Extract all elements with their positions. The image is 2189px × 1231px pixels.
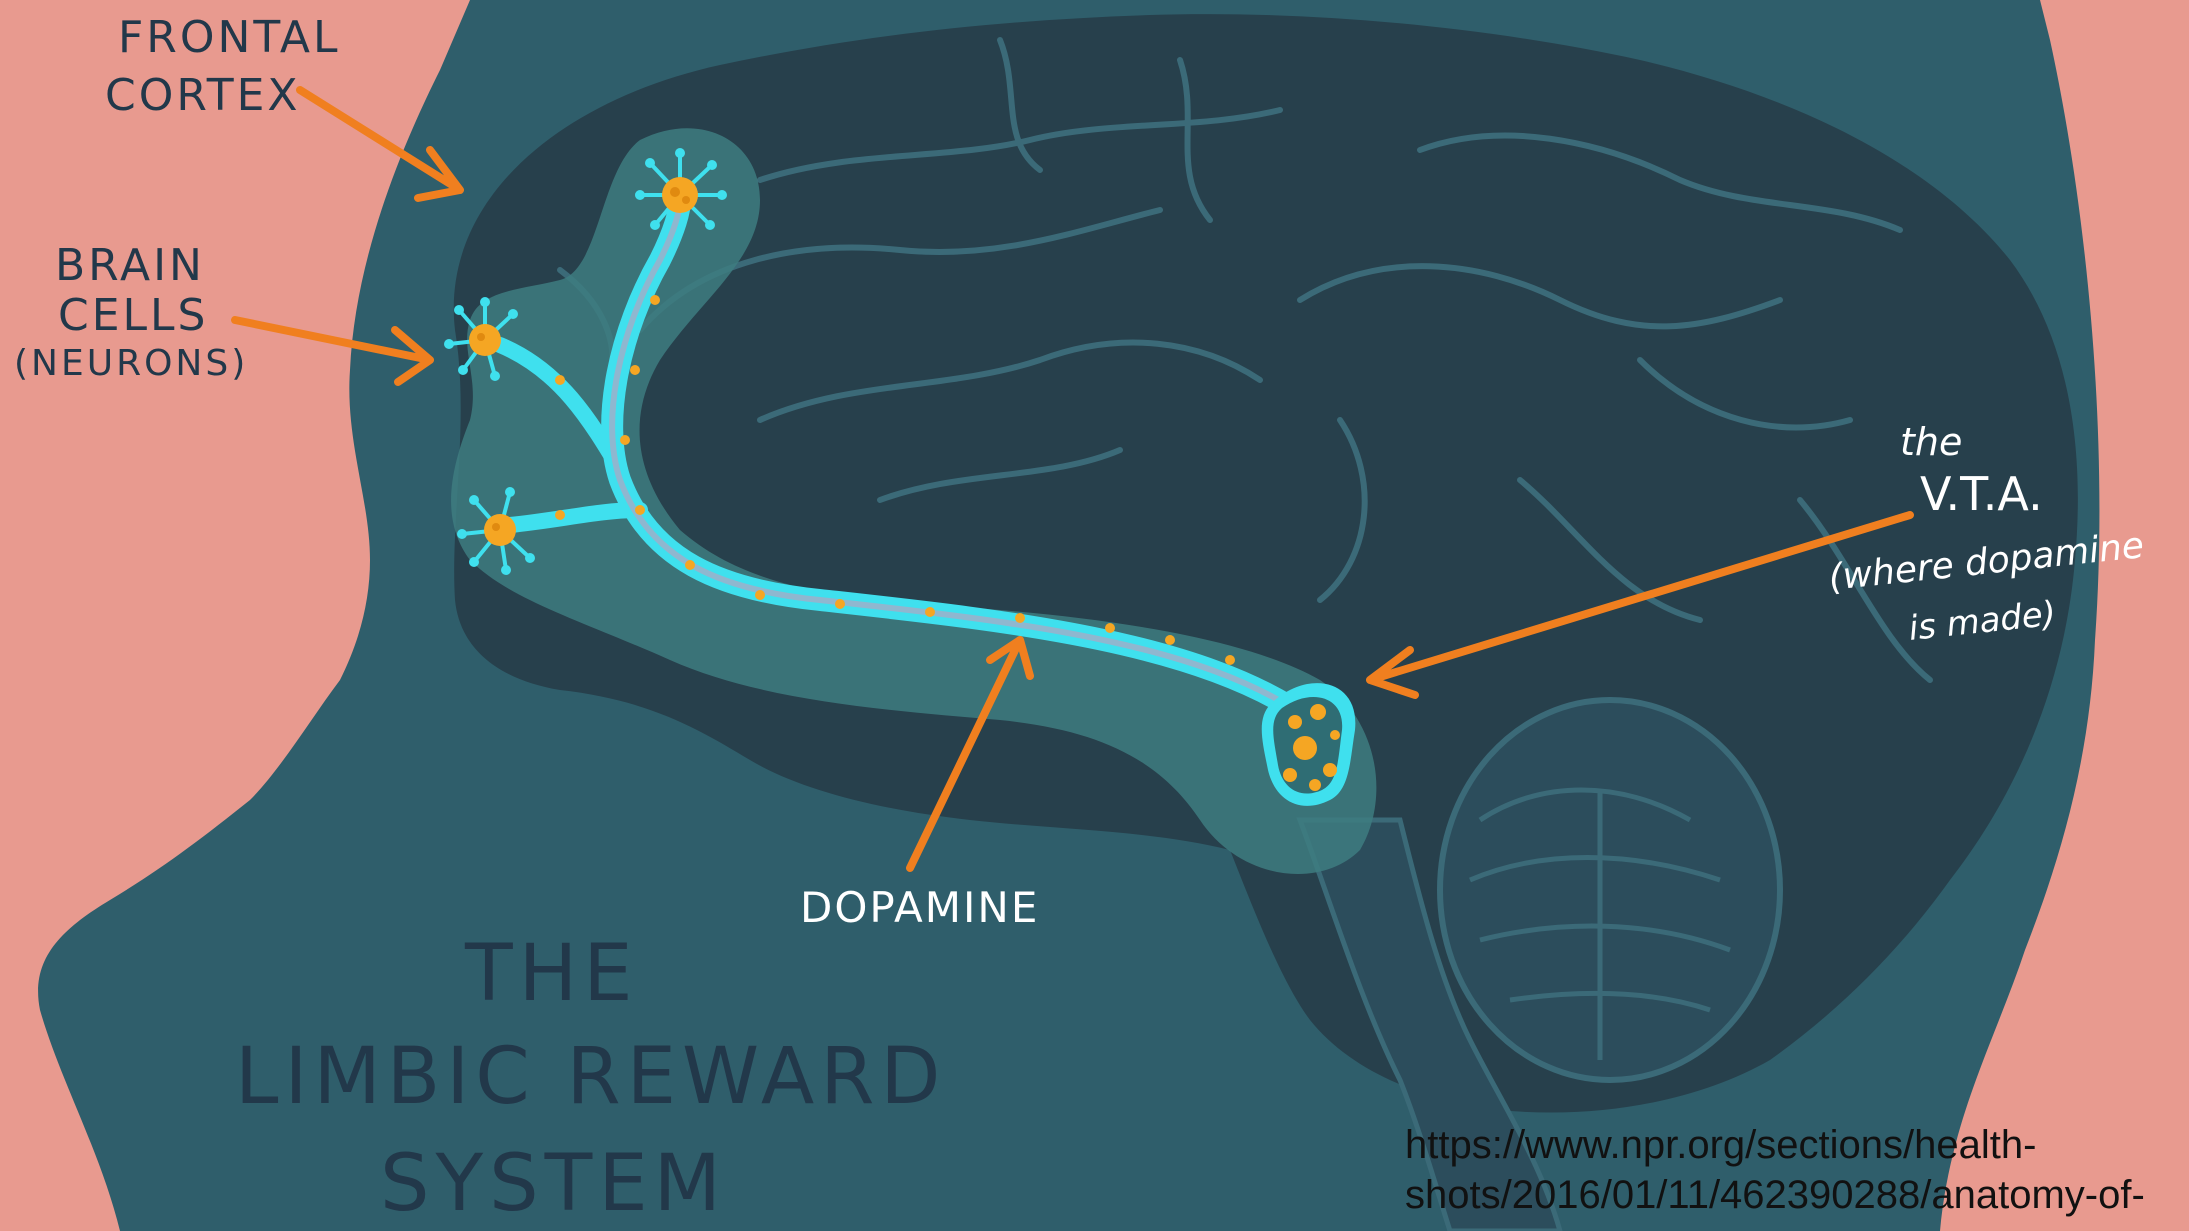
- label-brain-cells-line2: CELLS: [58, 290, 208, 341]
- label-vta-line1: the: [1900, 420, 1962, 464]
- label-frontal-cortex-line2: CORTEX: [105, 70, 301, 121]
- label-dopamine: DOPAMINE: [800, 883, 1039, 932]
- source-url-line2[interactable]: shots/2016/01/11/462390288/anatomy-of-: [1405, 1173, 2145, 1217]
- label-brain-cells-line1: BRAIN: [55, 240, 205, 291]
- title-line3: SYSTEM: [380, 1139, 727, 1229]
- title-line2: LIMBIC REWARD: [235, 1032, 946, 1122]
- label-brain-cells-line3: (NEURONS): [14, 343, 248, 384]
- label-frontal-cortex-line1: FRONTAL: [118, 12, 341, 63]
- source-url: https://www.npr.org/sections/health- sho…: [1405, 1120, 2145, 1220]
- source-url-line1[interactable]: https://www.npr.org/sections/health-: [1405, 1123, 2036, 1167]
- vta-cluster: [1262, 683, 1356, 806]
- title-line1: THE: [464, 929, 639, 1019]
- label-vta-line2: V.T.A.: [1920, 467, 2043, 521]
- cerebellum: [1440, 700, 1780, 1080]
